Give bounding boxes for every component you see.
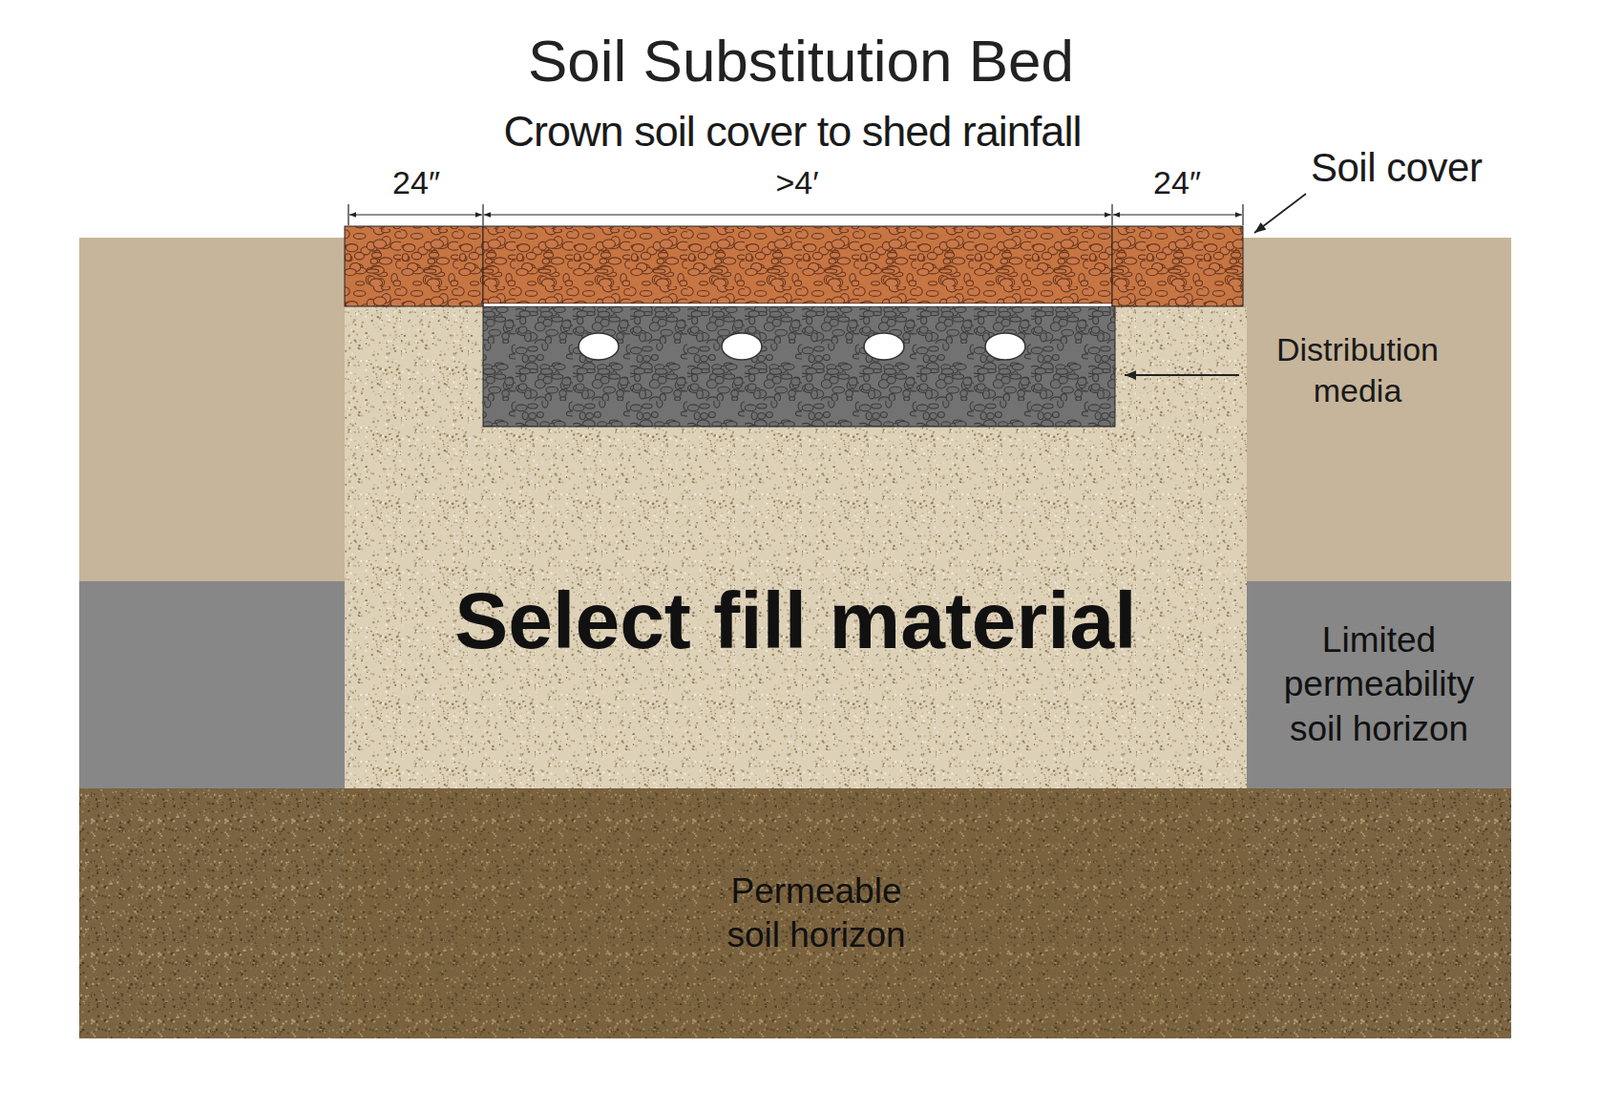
- soil-cover: [344, 226, 484, 307]
- distribution-pipe: [721, 333, 762, 360]
- node-label: Limited permeability soil horizon: [1254, 618, 1504, 752]
- callout-label: Soil cover: [1310, 145, 1482, 191]
- gap-line: [484, 303, 1112, 307]
- distribution-pipe: [863, 333, 905, 360]
- distribution-media: [483, 306, 1116, 427]
- dimension-label: 24″: [1153, 164, 1201, 202]
- distribution-pipe: [985, 333, 1026, 360]
- dimension-line: [1113, 213, 1243, 215]
- dimension-tick: [1111, 204, 1113, 226]
- callout-label: Distribution media: [1247, 329, 1468, 411]
- dimension-label: 24″: [392, 164, 441, 202]
- distribution-pipe: [578, 333, 619, 360]
- leader-line: [1254, 193, 1306, 233]
- leader-line: [1124, 374, 1240, 377]
- soil-cover: [483, 226, 1113, 304]
- dimension-tick: [482, 204, 484, 226]
- dimension-line: [484, 213, 1112, 215]
- permeable-band: Permeable soil horizon: [79, 788, 1512, 1039]
- select-fill: [344, 306, 1247, 789]
- soil-cover: [1112, 226, 1243, 307]
- permeable-band: [79, 788, 1512, 1039]
- dimension-label: >4′: [775, 164, 819, 202]
- node-label: Select fill material: [452, 575, 1140, 666]
- title: Soil Substitution Bed: [527, 26, 1074, 95]
- dimension-tick: [347, 204, 349, 226]
- dimension-line: [349, 213, 483, 215]
- select-fill-area: Select fill material: [344, 306, 1247, 789]
- node-label: Permeable soil horizon: [701, 869, 931, 959]
- dimension-tick: [1242, 204, 1243, 226]
- subtitle: Crown soil cover to shed rainfall: [504, 106, 1082, 157]
- permeable-band-shade: [344, 788, 1247, 1039]
- limited-permeability-band: Limited permeability soil horizon: [1246, 581, 1512, 789]
